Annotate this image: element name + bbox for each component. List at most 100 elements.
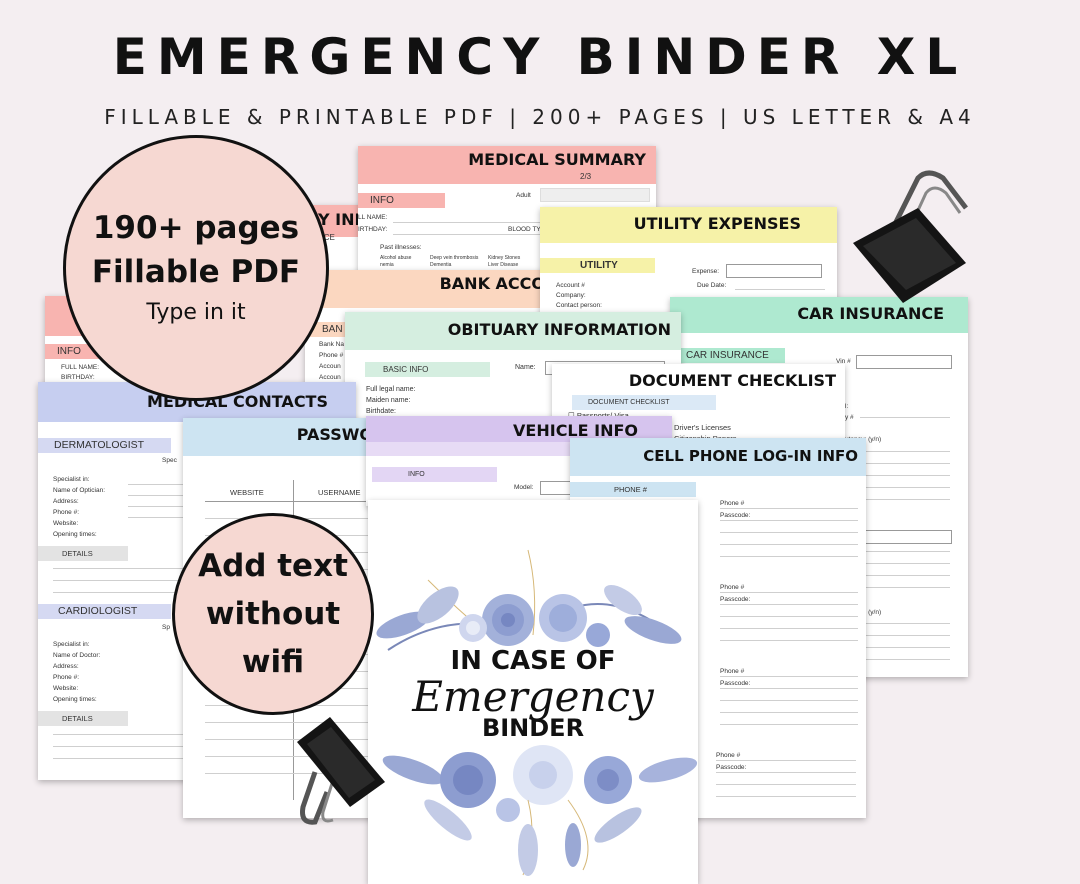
car-field[interactable] [856, 530, 952, 544]
field-label: Accoun [319, 363, 341, 370]
field-label: y # [845, 414, 854, 421]
badge-line-1: Add text [198, 548, 348, 584]
section-chip: DOCUMENT CHECKLIST [572, 395, 716, 410]
passcode-label: Passcode: [716, 764, 747, 771]
phone-label: Phone # [716, 752, 741, 759]
model-label: Model: [514, 484, 534, 491]
binder-clip-icon [853, 170, 968, 303]
field-label: Address: [53, 663, 79, 670]
adult-label: Adult [516, 192, 531, 199]
offline-badge: Add text without wifi [172, 513, 374, 715]
section-chip: INFO [358, 193, 445, 208]
details-chip: DETAILS [38, 711, 128, 726]
blood-type-label: BLOOD TY [508, 226, 541, 233]
cover-line-2: Emergency [412, 672, 654, 721]
illness-item: Liver Disease [488, 262, 519, 268]
field-label: Phone # [319, 352, 344, 359]
field-label: BIRTHDAY: [61, 374, 95, 381]
phone-label: Phone # [720, 500, 745, 507]
page-title: DOCUMENT CHECKLIST [552, 364, 845, 398]
field-label: Name of Doctor: [53, 652, 101, 659]
passcode-label: Passcode: [720, 596, 751, 603]
field-label: Opening times: [53, 696, 97, 703]
binder-clip-icon [297, 717, 385, 825]
field-label: Maiden name: [366, 397, 411, 404]
page-title: CELL PHONE LOG-IN INFO [570, 438, 866, 476]
page-title: PASSWO [183, 418, 373, 456]
page-title: VEHICLE INFO [366, 416, 672, 442]
field-label: Phone #: [53, 674, 80, 681]
field-label: Phone #: [53, 509, 80, 516]
floral-bottom-illustration [382, 745, 698, 876]
main-title: EMERGENCY BINDER XL [112, 28, 968, 86]
page-title: BANK ACCO [305, 270, 555, 308]
field-label: Bank Na [319, 341, 344, 348]
cover-page: IN CASE OF Emergency BINDER [368, 500, 698, 884]
badge-line-3: wifi [241, 644, 305, 680]
field-label: l: [845, 403, 849, 410]
illness-item: Alcohol abuse [380, 255, 412, 261]
badge-line-1: 190+ pages [92, 210, 300, 246]
section-chip: UTILITY [540, 258, 655, 273]
details-chip: DETAILS [38, 546, 128, 561]
cover-line-3: BINDER [481, 714, 585, 742]
vehicle-info-page: VEHICLE INFO VEHI INFO Model: [366, 416, 672, 506]
illness-item: Dementia [430, 262, 452, 268]
field-label: Specialist in: [53, 641, 90, 648]
field-label: Website: [53, 685, 79, 692]
page-title: OBITUARY INFORMATION [345, 312, 681, 350]
vin-label: Vin # [836, 358, 851, 365]
past-illnesses-label: Past illnesses: [380, 244, 422, 251]
badge-line-3: Type in it [146, 300, 246, 325]
section-chip: PHONE # [570, 482, 696, 497]
field-label: Birthdate: [366, 408, 396, 415]
field-label: Specialist in: [53, 476, 90, 483]
floral-top-illustration [376, 549, 682, 651]
badge-line-2: without [205, 596, 341, 632]
name-label: Name: [515, 364, 536, 371]
field-label: Contact person: [556, 302, 602, 309]
field-label: Website: [53, 520, 79, 527]
badge-line-2: Fillable PDF [91, 254, 301, 290]
section-chip: CARDIOLOGIST [38, 604, 171, 619]
field-label: Company: [556, 292, 586, 299]
page-title: MEDICAL SUMMARY [358, 146, 656, 184]
field-label: Accoun [319, 374, 341, 381]
due-date-label: Due Date: [697, 282, 727, 289]
checklist-item-label: Driver's Licenses [674, 423, 731, 432]
field-label: FULL NAME: [61, 364, 100, 371]
page-number: 2/3 [580, 172, 592, 181]
expense-field[interactable] [726, 264, 822, 278]
phone-label: Phone # [720, 668, 745, 675]
field-label: IRTHDAY: [358, 226, 388, 233]
pages-count-badge: 190+ pages Fillable PDF Type in it [63, 135, 329, 401]
adult-field[interactable] [540, 188, 650, 202]
passcode-label: Passcode: [720, 512, 751, 519]
vin-field[interactable] [856, 355, 952, 369]
checklist-item[interactable]: ☐ Passports/ Visa [568, 411, 629, 420]
illness-item: Kidney Stones [488, 255, 521, 261]
section-chip: CAR INSURANCE [670, 348, 785, 363]
page-title: CAR INSURANCE [670, 297, 968, 333]
subtitle: FILLABLE & PRINTABLE PDF | 200+ PAGES | … [104, 105, 976, 129]
column-header: WEBSITE [230, 488, 264, 497]
section-chip: BASIC INFO [365, 362, 490, 377]
section-label: NCE [318, 233, 335, 242]
section-chip: INFO [372, 467, 497, 482]
field-label: Spec [162, 457, 177, 464]
phone-label: Phone # [720, 584, 745, 591]
field-label: Full legal name: [366, 386, 416, 393]
checklist-item-label: Passports/ Visa [577, 411, 629, 420]
field-label: Sp [162, 624, 170, 631]
field-label: Account # [556, 282, 585, 289]
page-title: UTILITY EXPENSES [540, 207, 837, 243]
expense-label: Expense: [692, 268, 720, 275]
field-label: LL NAME: [358, 214, 388, 221]
field-label: Address: [53, 498, 79, 505]
field-label: Opening times: [53, 531, 97, 538]
illness-item: nemia [380, 262, 394, 268]
section-chip: DERMATOLOGIST [38, 438, 171, 453]
document-checklist-page: DOCUMENT CHECKLIST DOCUMENT CHECKLIST ☐ … [552, 364, 845, 444]
cover-line-1: IN CASE OF [450, 646, 616, 676]
passcode-label: Passcode: [720, 680, 751, 687]
